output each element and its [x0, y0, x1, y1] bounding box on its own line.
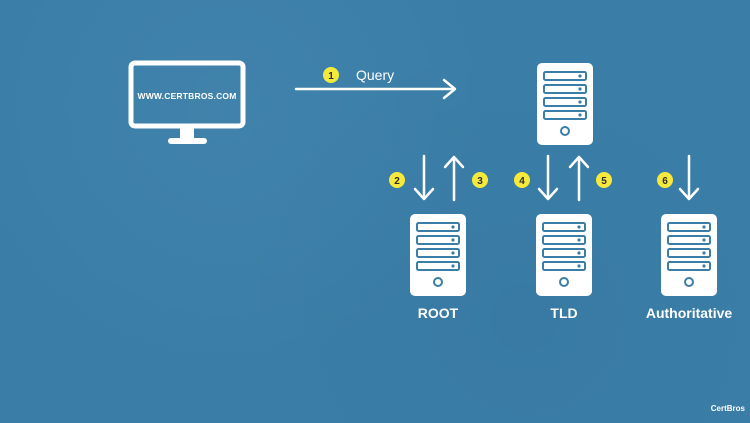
step-badge-1: 1: [323, 67, 339, 83]
authoritative-server-icon: [660, 213, 718, 297]
arrow-up-icon: [568, 155, 590, 202]
arrow-up-icon: [443, 155, 465, 202]
step-number: 2: [394, 176, 400, 187]
step-number: 4: [519, 176, 525, 187]
step-badge-4: 4: [514, 172, 530, 188]
authoritative-server-label: Authoritative: [646, 305, 733, 321]
arrow-down-icon: [537, 154, 559, 201]
monitor-icon: [128, 60, 246, 144]
query-arrow-icon: [294, 78, 457, 100]
resolver-server-icon: [536, 62, 594, 146]
tld-server-label: TLD: [550, 305, 577, 321]
step-number: 1: [328, 71, 334, 82]
monitor-url-text: WWW.CERTBROS.COM: [137, 91, 236, 101]
arrow-down-icon: [413, 154, 435, 201]
step-badge-2: 2: [389, 172, 405, 188]
step-number: 6: [662, 176, 668, 187]
root-server-icon: [409, 213, 467, 297]
root-server-label: ROOT: [418, 305, 459, 321]
step-number: 5: [601, 176, 607, 187]
step-badge-3: 3: [472, 172, 488, 188]
query-label: Query: [356, 67, 394, 83]
tld-server-icon: [535, 213, 593, 297]
arrow-down-icon: [678, 154, 700, 201]
step-badge-6: 6: [657, 172, 673, 188]
step-badge-5: 5: [596, 172, 612, 188]
certbros-watermark: CertBros: [711, 404, 746, 413]
step-number: 3: [477, 176, 483, 187]
